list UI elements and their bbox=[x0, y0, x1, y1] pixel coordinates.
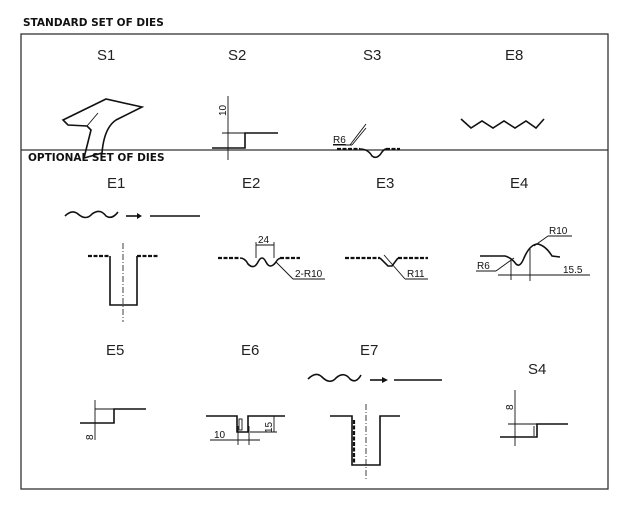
s2-profile bbox=[212, 132, 278, 149]
hem bbox=[238, 418, 243, 431]
die-e3: E3 R11 bbox=[345, 175, 428, 280]
die-e6: E6 10 15 bbox=[206, 342, 285, 445]
die-label: E8 bbox=[505, 47, 523, 64]
leader bbox=[533, 235, 549, 247]
e5-profile bbox=[80, 408, 146, 424]
arrow-head bbox=[137, 213, 142, 219]
die-label: E1 bbox=[107, 175, 125, 192]
tube bbox=[109, 256, 138, 306]
die-label: S3 bbox=[363, 47, 381, 64]
die-label: E5 bbox=[106, 342, 124, 359]
die-s2: S2 10 bbox=[212, 47, 278, 160]
tube bbox=[330, 415, 400, 466]
die-e7: E7 bbox=[307, 342, 442, 480]
dim-text: 10 bbox=[214, 430, 226, 441]
die-label: S1 bbox=[97, 47, 115, 64]
die-e4: E4 15.5 R10 R6 bbox=[476, 175, 590, 281]
die-label: E4 bbox=[510, 175, 528, 192]
dim-text: 24 bbox=[258, 235, 270, 246]
s4-profile bbox=[500, 423, 568, 438]
die-s4: S4 8 bbox=[500, 361, 568, 446]
dim-text: R10 bbox=[549, 226, 568, 237]
s1-slit bbox=[86, 112, 99, 127]
zigzag-profile bbox=[460, 118, 545, 130]
arrow-head bbox=[382, 377, 388, 383]
dim-text: R6 bbox=[477, 261, 490, 272]
die-s3: S3 R6 bbox=[333, 47, 400, 159]
leader bbox=[495, 257, 515, 272]
dim-text: 2-R10 bbox=[295, 269, 323, 280]
die-e5: E5 8 bbox=[80, 342, 146, 440]
standard-heading: STANDARD SET OF DIES bbox=[23, 17, 164, 29]
leader-line bbox=[349, 123, 367, 146]
dim-text: R6 bbox=[333, 135, 346, 146]
die-label: S4 bbox=[528, 361, 546, 378]
dim-text: 8 bbox=[85, 434, 96, 440]
die-e8: E8 bbox=[460, 47, 545, 130]
outer-frame bbox=[20, 33, 609, 490]
die-label: E3 bbox=[376, 175, 394, 192]
leader bbox=[383, 254, 406, 280]
dim-text: R11 bbox=[407, 269, 425, 280]
die-label: E7 bbox=[360, 342, 378, 359]
e2-profile bbox=[239, 257, 283, 268]
die-e1: E1 bbox=[64, 175, 200, 322]
optional-heading: OPTIONAL SET OF DIES bbox=[28, 152, 165, 164]
wave-icon bbox=[64, 210, 119, 219]
s3-profile bbox=[359, 148, 389, 159]
dim-text: 15.5 bbox=[563, 265, 583, 276]
wave-icon bbox=[307, 373, 362, 383]
s1-shape bbox=[61, 98, 145, 160]
die-label: E2 bbox=[242, 175, 260, 192]
e3-profile bbox=[379, 257, 399, 267]
e6-profile bbox=[206, 415, 285, 433]
die-s1: S1 bbox=[61, 47, 145, 160]
dim-text: 8 bbox=[505, 404, 516, 410]
die-label: S2 bbox=[228, 47, 246, 64]
e4-profile bbox=[480, 243, 561, 266]
dim-text: 15 bbox=[264, 421, 275, 433]
leader bbox=[275, 261, 294, 280]
die-e2: E2 24 2-R10 bbox=[218, 175, 325, 280]
die-label: E6 bbox=[241, 342, 259, 359]
dim-text: 10 bbox=[218, 104, 229, 116]
